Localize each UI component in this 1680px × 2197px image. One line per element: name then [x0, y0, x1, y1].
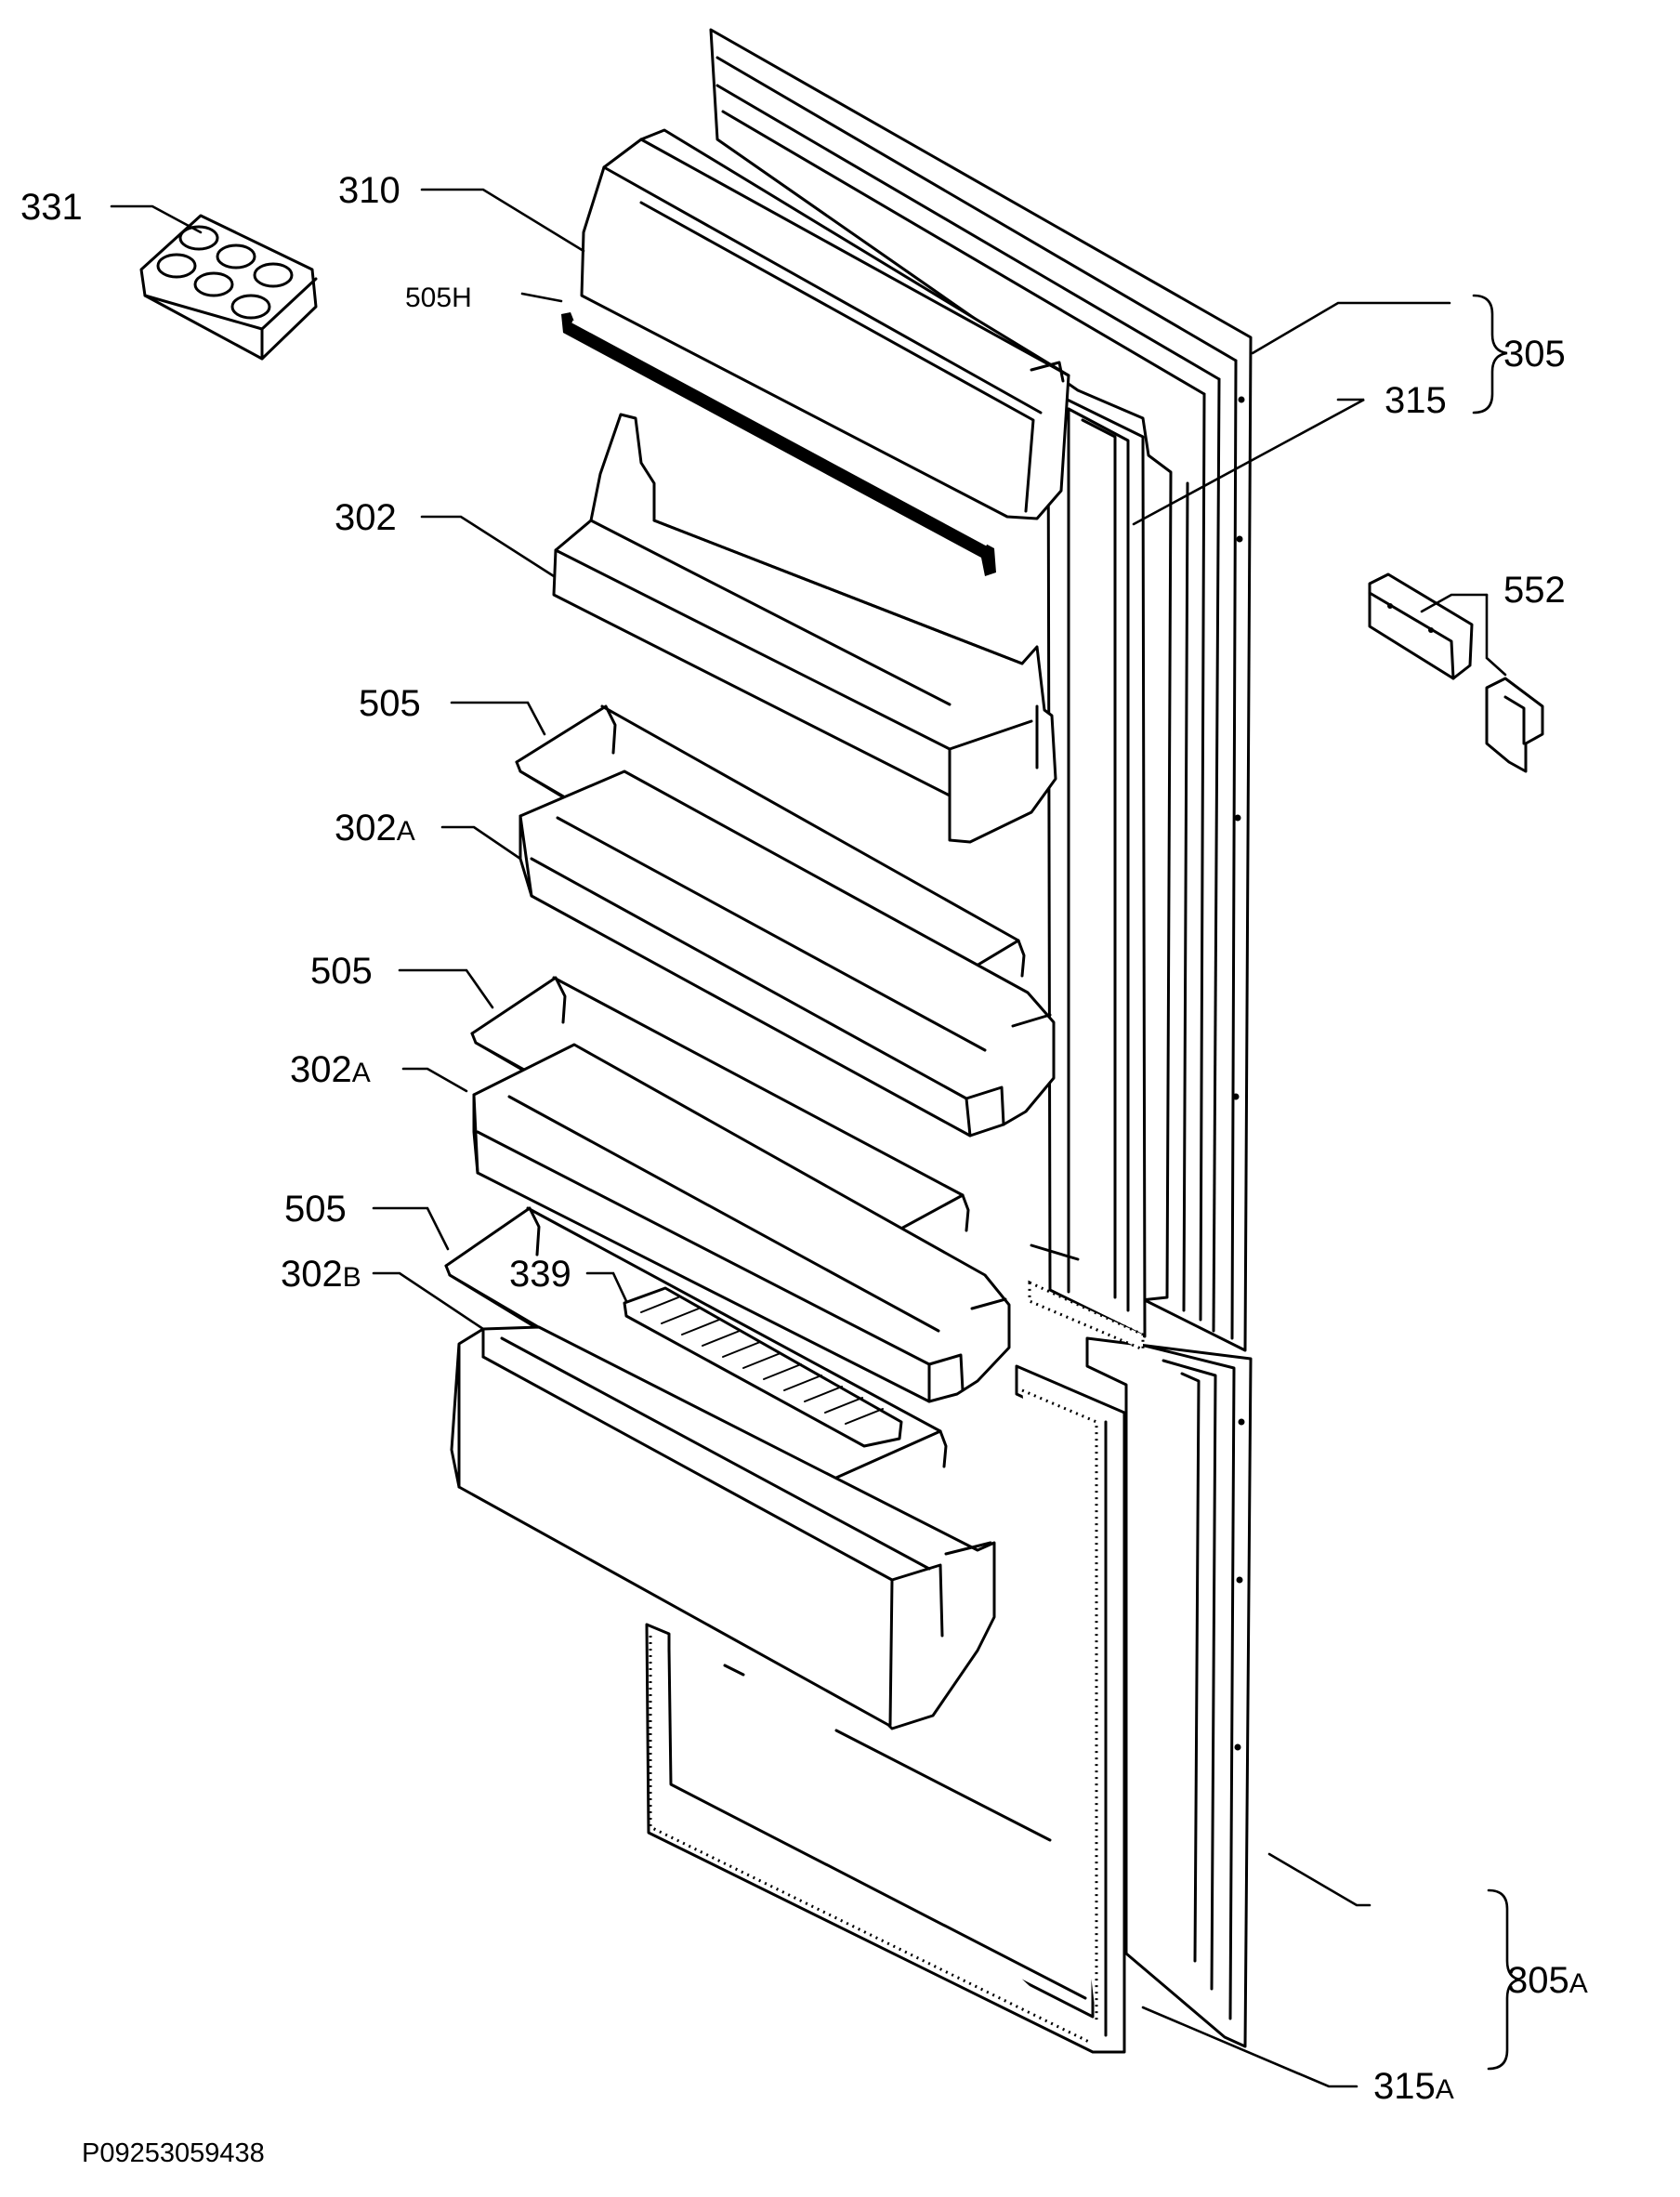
callout-505-3: 505: [284, 1189, 347, 1230]
callout-302a-2: 302A: [290, 1049, 371, 1090]
dairy-compartment-lid: [580, 128, 1070, 520]
callout-305a: 305A: [1507, 1960, 1588, 2001]
leader-lines: [110, 188, 1507, 2088]
callout-331: 331: [20, 187, 83, 228]
callout-305: 305: [1503, 334, 1566, 375]
callout-505-1: 505: [359, 683, 421, 724]
door-bin-bottom: [450, 1325, 996, 1730]
brace-305a: [1487, 1888, 1521, 2071]
callout-552: 552: [1503, 570, 1566, 611]
callout-505h: 505H: [405, 283, 472, 313]
callout-315: 315: [1385, 380, 1447, 421]
hinge-brackets: [1368, 572, 1544, 773]
callout-302: 302: [335, 497, 397, 538]
door-shelf-upper: [518, 770, 1056, 1138]
hinge-cover-strip: [561, 312, 996, 576]
door-outer-panel-lower: [1085, 1336, 1253, 2048]
callout-302a-1: 302A: [335, 808, 415, 849]
callout-310: 310: [338, 170, 400, 211]
egg-tray: [139, 214, 318, 361]
callout-315a: 315A: [1373, 2066, 1454, 2107]
brace-305: [1472, 294, 1508, 414]
drawing-code: P09253059438: [82, 2138, 265, 2168]
door-gasket-lower: [645, 1364, 1126, 2054]
shelf-insert-grate: [623, 1286, 903, 1448]
callout-505-2: 505: [310, 951, 373, 992]
door-shelf-lower: [472, 1043, 1011, 1403]
callout-339: 339: [509, 1254, 571, 1295]
door-shelf-top: [552, 413, 1057, 844]
door-gasket-upper: [1028, 388, 1147, 1352]
callout-labels: 331 310 505H 305 315 302 552 505 302A 50…: [20, 170, 1588, 2107]
callout-302b: 302B: [281, 1254, 361, 1295]
